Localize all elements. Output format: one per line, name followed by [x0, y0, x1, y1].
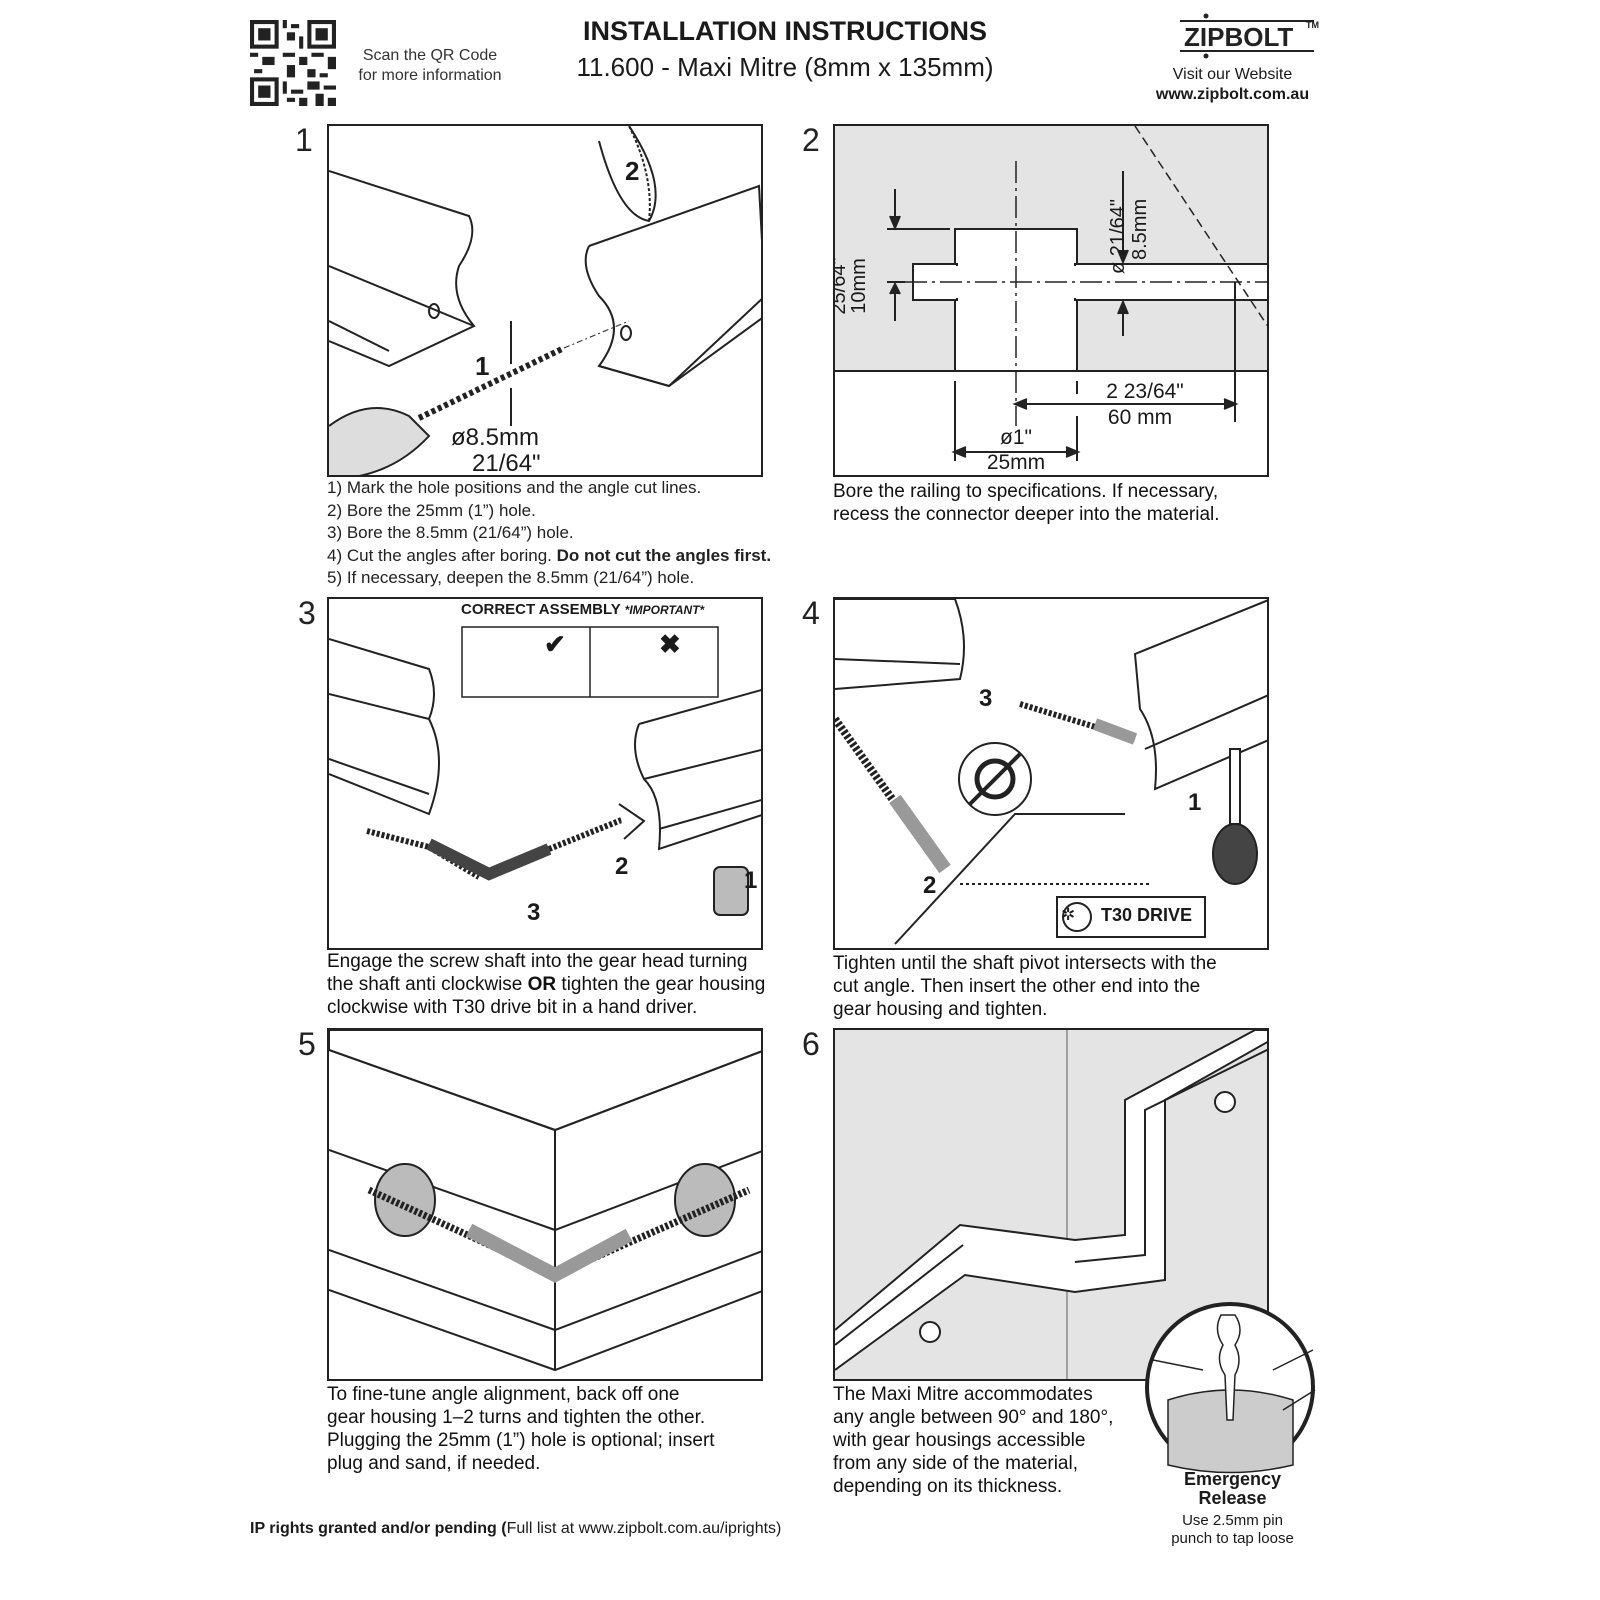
callout: 1	[744, 867, 758, 894]
callout-drill: 1	[475, 351, 490, 381]
small-hole-dimension: ø 21/64" 8.5mm	[1107, 174, 1151, 274]
step-number: 1	[295, 122, 313, 158]
step-1-text: 1) Mark the hole positions and the angle…	[327, 477, 771, 590]
dimension-label: ø1"	[1000, 426, 1032, 449]
callout-saw: 2	[625, 156, 640, 186]
qr-caption: Scan the QR Code for more information	[350, 46, 510, 86]
step-line-text: tighten the gear housing	[556, 974, 766, 995]
cross-icon: ✖	[659, 629, 681, 659]
zipbolt-logo: ZIPBOLT TM	[1172, 10, 1322, 60]
qr-code[interactable]	[250, 20, 336, 106]
page-title: INSTALLATION INSTRUCTIONS	[583, 16, 987, 46]
step-4-text: Tighten until the shaft pivot intersects…	[833, 952, 1217, 1021]
qr-caption-line: for more information	[358, 67, 502, 84]
step-line: depending on its thickness.	[833, 1476, 1063, 1497]
t30-drive-badge: T30 DRIVE	[1101, 905, 1193, 925]
dimension-label: 25mm	[986, 451, 1046, 474]
emergency-release-detail	[1145, 1302, 1316, 1474]
step-5-illustration	[327, 1028, 763, 1381]
footer-bold: IP rights granted and/or pending (	[250, 1520, 507, 1537]
dimension-label: ø8.5mm	[451, 424, 540, 451]
step-3-illustration: CORRECT ASSEMBLY *IMPORTANT* ✔ ✖ 1 2 3	[327, 597, 763, 950]
step-line: 5) If necessary, deepen the 8.5mm (21/64…	[327, 568, 695, 587]
step-line: Bore the railing to specifications. If n…	[833, 481, 1219, 502]
step-line: Tighten until the shaft pivot intersects…	[833, 953, 1217, 974]
step-line: cut angle. Then insert the other end int…	[833, 976, 1201, 997]
callout: 3	[979, 685, 993, 712]
step-line: from any side of the material,	[833, 1453, 1078, 1474]
emergency-title: Emergency	[1183, 1469, 1282, 1489]
step-number: 3	[298, 595, 316, 631]
check-icon: ✔	[544, 629, 566, 659]
callout: 2	[923, 872, 937, 899]
step-line: 4) Cut the angles after boring. Do not c…	[327, 545, 771, 568]
step-line: recess the connector deeper into the mat…	[833, 504, 1220, 525]
emergency-release-caption: Emergency Release Use 2.5mm pin punch to…	[1130, 1470, 1335, 1548]
step-line-text: 4) Cut the angles after boring.	[327, 545, 557, 565]
dimension-label: 8.5mm	[1129, 198, 1151, 260]
step-4-illustration: ✲ T30 DRIVE 1 2 3	[833, 597, 1269, 950]
svg-text:TM: TM	[1306, 20, 1319, 30]
step-number: 2	[802, 122, 820, 158]
step-number: 6	[802, 1026, 820, 1062]
step-line: clockwise with T30 drive bit in a hand d…	[327, 997, 698, 1018]
website-label: Visit our Website	[1172, 66, 1293, 83]
step-line: 3) Bore the 8.5mm (21/64”) hole.	[327, 523, 574, 542]
step-line: Plugging the 25mm (1”) hole is optional;…	[327, 1430, 715, 1451]
step-line: plug and sand, if needed.	[327, 1453, 541, 1474]
emphasis: OR	[527, 974, 557, 995]
svg-text:ZIPBOLT: ZIPBOLT	[1184, 22, 1293, 52]
callout: 1	[1188, 789, 1202, 816]
inset-title-text: CORRECT ASSEMBLY	[461, 601, 621, 618]
step-line-text: the shaft anti clockwise	[327, 974, 528, 995]
qr-caption-line: Scan the QR Code	[362, 47, 498, 64]
step-line: Engage the screw shaft into the gear hea…	[327, 951, 748, 972]
step-number: 4	[802, 595, 820, 631]
dimension-label: ø 21/64"	[1107, 199, 1129, 274]
ip-rights-footer: IP rights granted and/or pending (Full l…	[250, 1520, 781, 1538]
step-line: with gear housings accessible	[833, 1430, 1086, 1451]
step-line: any angle between 90° and 180°,	[833, 1407, 1114, 1428]
callout: 2	[615, 853, 629, 880]
inset-important: *IMPORTANT*	[624, 603, 705, 617]
step-line: gear housing and tighten.	[833, 999, 1048, 1020]
step-2-dimension-drawing: 25/64" 10mm ø 21/64" 8.5mm 2 23/64" 60 m…	[833, 124, 1269, 477]
dimension-label: 60 mm	[1107, 406, 1173, 429]
emergency-title: Release	[1198, 1488, 1267, 1508]
step-line: gear housing 1–2 turns and tighten the o…	[327, 1407, 706, 1428]
page-subtitle: 11.600 - Maxi Mitre (8mm x 135mm)	[576, 52, 994, 82]
step-3-text: Engage the screw shaft into the gear hea…	[327, 950, 765, 1019]
step-5-text: To fine-tune angle alignment, back off o…	[327, 1383, 715, 1475]
torx-icon: ✲	[1061, 905, 1076, 924]
warning-text: Do not cut the angles first.	[556, 545, 772, 565]
website-link[interactable]: www.zipbolt.com.au	[1155, 86, 1310, 103]
step-line: 1) Mark the hole positions and the angle…	[327, 478, 702, 497]
dimension-label: 21/64"	[472, 450, 541, 477]
inset-title: CORRECT ASSEMBLY *IMPORTANT*	[461, 601, 704, 618]
depth-dimension: 25/64" 10mm	[833, 246, 870, 326]
callout: 3	[527, 899, 541, 926]
dimension-label: 10mm	[848, 258, 870, 314]
step-2-text: Bore the railing to specifications. If n…	[833, 480, 1220, 526]
emergency-note: Use 2.5mm pin	[1182, 1512, 1283, 1529]
footer-link-text: Full list at www.zipbolt.com.au/iprights…	[506, 1520, 782, 1537]
emergency-note: punch to tap loose	[1171, 1530, 1294, 1547]
dimension-label: 25/64"	[833, 257, 850, 315]
step-6-text: The Maxi Mitre accommodates any angle be…	[833, 1383, 1113, 1498]
step-line: the shaft anti clockwise OR tighten the …	[327, 973, 765, 996]
step-line: 2) Bore the 25mm (1”) hole.	[327, 500, 536, 520]
step-1-illustration: 2 1 ø8.5mm 21/64"	[327, 124, 763, 477]
step-line: To fine-tune angle alignment, back off o…	[327, 1384, 680, 1405]
step-number: 5	[298, 1026, 316, 1062]
dimension-label: 2 23/64"	[1106, 380, 1184, 403]
step-line: The Maxi Mitre accommodates	[833, 1384, 1093, 1405]
